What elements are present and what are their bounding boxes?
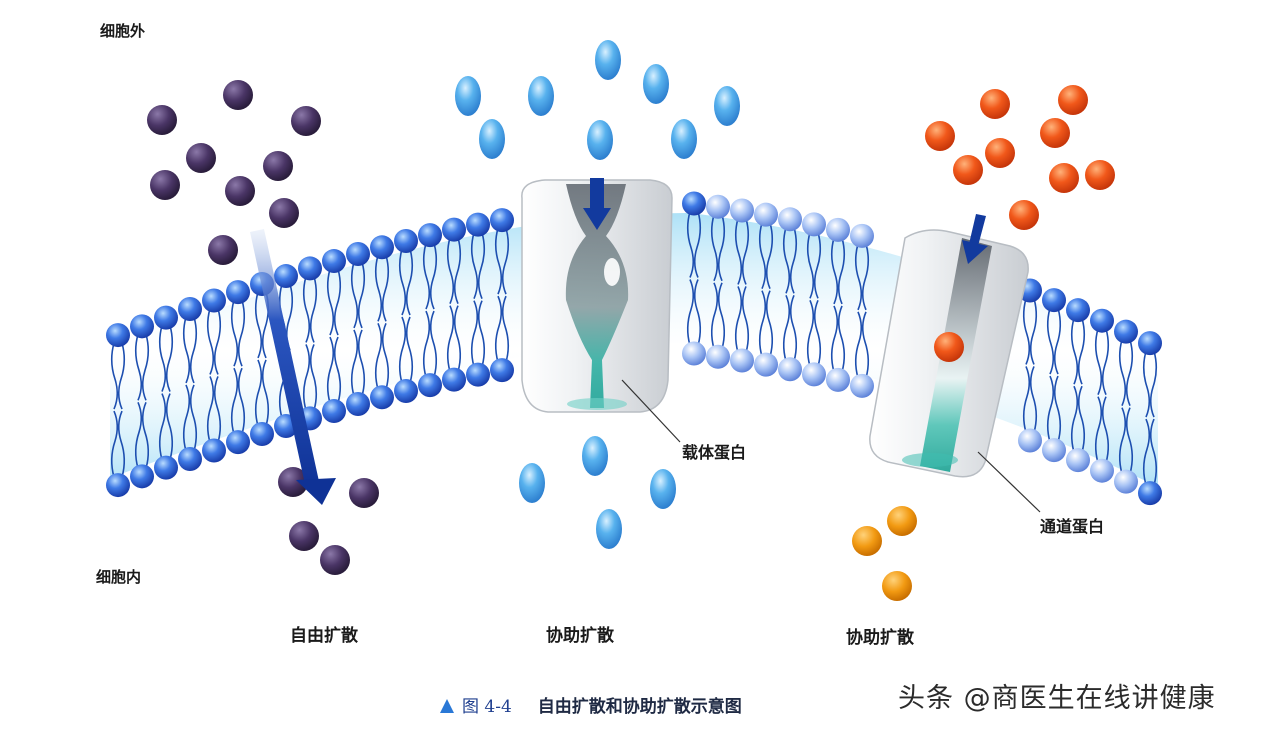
figure-number: 图 4-4: [462, 697, 512, 717]
down-arrow-icon: [962, 214, 988, 264]
caption-text: 自由扩散和协助扩散示意图: [537, 697, 742, 717]
watermark: 头条 @商医生在线讲健康: [898, 683, 1216, 714]
solute-molecules: [147, 40, 1115, 601]
inside-label: 细胞内: [96, 568, 142, 586]
caption-marker-icon: [440, 699, 454, 713]
outside-label: 细胞外: [100, 22, 146, 40]
carrier-diffusion-label: 协助扩散: [546, 626, 614, 646]
free-diffusion-label: 自由扩散: [290, 626, 358, 646]
phospholipid-bilayer: [106, 191, 1162, 506]
direction-arrows: [250, 178, 988, 505]
figure-caption: 图 4-4 自由扩散和协助扩散示意图: [440, 692, 742, 717]
channel-protein-label: 通道蛋白: [1040, 517, 1105, 536]
callout-lines: [621, 379, 1041, 513]
down-arrow-icon: [250, 229, 336, 505]
carrier-protein-label: 载体蛋白: [682, 443, 747, 462]
channel-diffusion-label: 协助扩散: [846, 628, 914, 648]
down-arrow-icon: [583, 178, 611, 230]
